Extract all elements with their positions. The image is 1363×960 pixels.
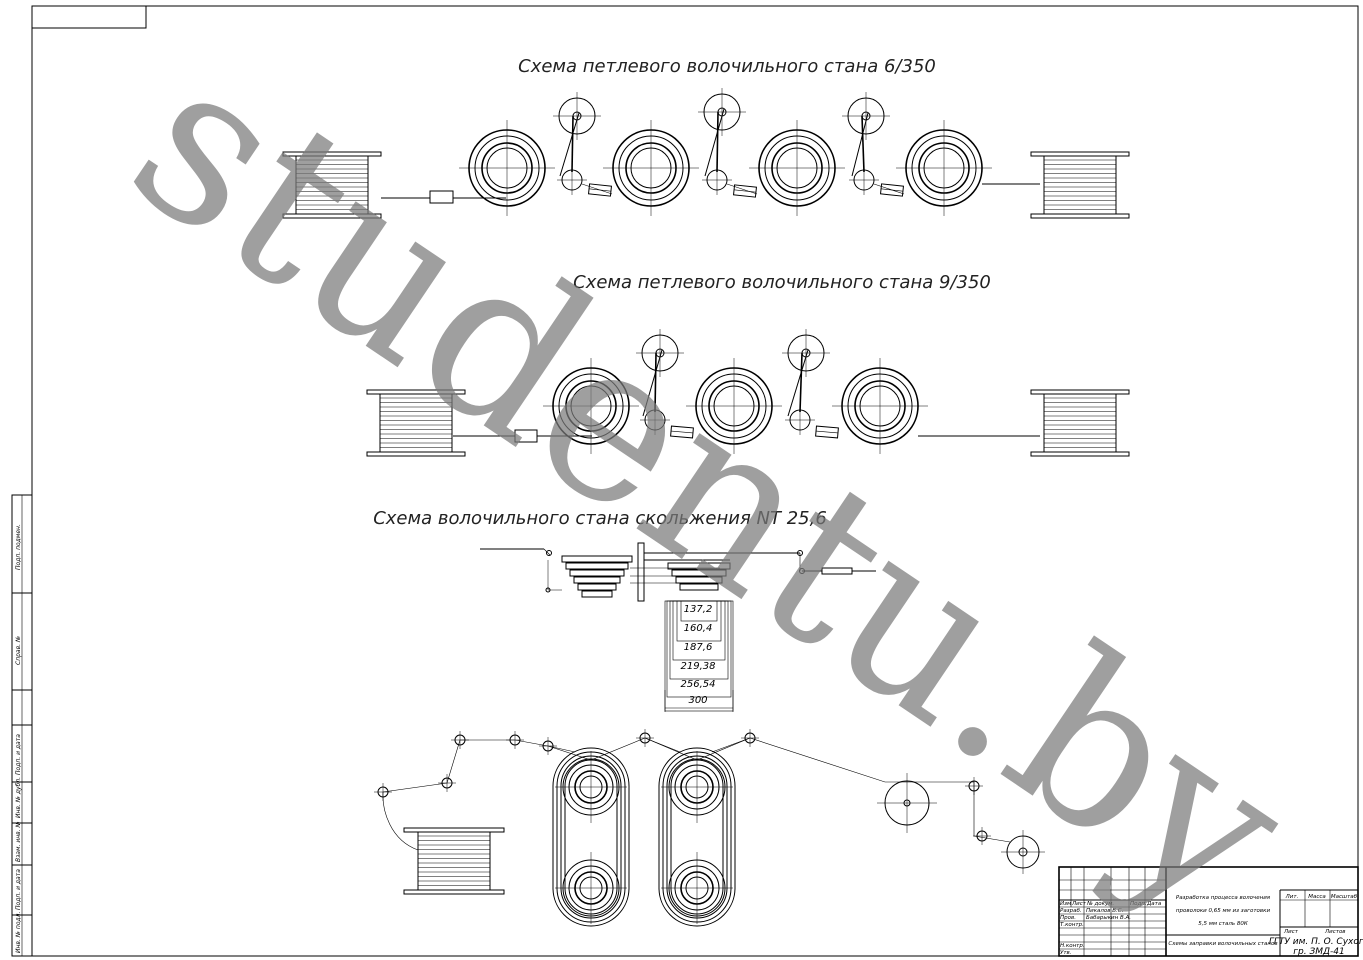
scheme3-title: Схема волочильного стана скольжения NT 2… [373, 508, 827, 529]
scheme2-title: Схема петлевого волочильного стана 9/350 [573, 272, 991, 293]
dimension-label: 187,6 [684, 642, 713, 653]
tension-pulley [877, 773, 937, 833]
side-stamp: Подп. подмен. Справ. № Подп. и дата Инв.… [11, 494, 33, 957]
tb-project-line: 5,5 мм сталь 80К [1198, 921, 1249, 927]
side-stamp-label: Инв. № подл. [15, 912, 22, 953]
dancer-arm [553, 92, 601, 195]
dimension-label: 137,2 [684, 604, 713, 615]
tb-header: Лист [1071, 901, 1087, 907]
spool [282, 151, 382, 219]
dancer-arm [782, 329, 830, 435]
take-up-pulley [1001, 830, 1045, 874]
tb-name: Бабарыкин В.А. [1086, 915, 1131, 921]
cone-step [577, 583, 617, 591]
tb-role: Разраб. [1060, 908, 1082, 914]
tb-lit-header: Масса [1308, 894, 1326, 900]
watermark: studentu.by [91, 11, 1329, 960]
scheme3-diagram [480, 542, 876, 712]
tb-header: № докум. [1086, 901, 1114, 907]
dimension-labels: 137,2 160,4 187,6 219,38 256,54 300 [681, 604, 716, 706]
side-stamp-label: Взам. инв. № [15, 821, 22, 862]
drawing-block [543, 358, 639, 454]
tb-role: Н.контр. [1060, 943, 1085, 949]
top-left-box [31, 5, 147, 29]
shaft [637, 542, 645, 602]
spool [366, 389, 466, 457]
side-stamp-label: Справ. № [15, 636, 22, 665]
dimension-label: 160,4 [684, 623, 713, 634]
dancer-arm [698, 88, 746, 195]
tb-sheet-title: Схемы заправки волочильных станов [1168, 941, 1277, 947]
tb-role: Утв. [1060, 950, 1072, 956]
guide-roller [973, 827, 991, 845]
cone-step [671, 569, 727, 577]
drawing-block [459, 120, 555, 216]
tb-header: Дата [1146, 901, 1162, 907]
wire-path [382, 737, 1011, 851]
drawing-block [686, 358, 782, 454]
capstan [658, 747, 736, 927]
drawing-block [603, 120, 699, 216]
side-stamp-label: Подп. и дата [15, 734, 22, 775]
tb-role: Пров. [1060, 915, 1076, 921]
tb-lit-header: Лит. [1285, 894, 1299, 900]
tb-org: ГГТУ им. П. О. Сухого [1269, 937, 1363, 947]
dimension-box [664, 600, 734, 712]
tb-header: Изм [1060, 901, 1071, 907]
scheme1-diagram [282, 88, 1130, 219]
tb-project-line: Разработка процесса волочения [1176, 895, 1271, 901]
cone-step [565, 562, 629, 570]
cone-step [581, 590, 613, 598]
spool [1030, 389, 1130, 457]
scheme1-title: Схема петлевого волочильного стана 6/350 [518, 56, 936, 77]
tb-project-line: проволоки 0,65 мм из заготовки [1176, 908, 1271, 914]
dancer-arm [636, 329, 684, 435]
tb-sheet-info: Листов [1324, 929, 1346, 935]
dimension-label: 219,38 [681, 661, 716, 672]
dancer-arm [842, 92, 890, 195]
die [670, 425, 694, 439]
drawing-block [832, 358, 928, 454]
die [732, 184, 758, 198]
cone-step [561, 555, 633, 563]
tb-sheet-info: Лист [1283, 929, 1299, 935]
tb-header: Подп. [1130, 901, 1147, 907]
side-stamp-label: Подп. подмен. [15, 524, 22, 570]
die [815, 425, 839, 439]
title-block: Изм Лист № докум. Подп. Дата Разраб. Пик… [1058, 866, 1363, 957]
side-stamp-label: Инв. № дубл. [15, 777, 22, 818]
drawing-block [749, 120, 845, 216]
spool [403, 827, 505, 895]
capstan [552, 747, 630, 927]
drawing-block [896, 120, 992, 216]
dimension-label: 256,54 [681, 679, 716, 690]
dimension-label: 300 [688, 695, 707, 706]
tb-lit-header: Масштаб [1331, 894, 1358, 900]
drawing-frame [31, 5, 1359, 957]
cone-step [569, 569, 625, 577]
threading-diagram [374, 729, 1045, 927]
cone-step [675, 576, 723, 584]
cone-step [667, 562, 731, 570]
tb-role: Т.контр. [1060, 922, 1084, 928]
tb-org: гр. ЗМД-41 [1293, 947, 1344, 957]
scheme2-diagram [366, 329, 1130, 457]
cone-step [679, 583, 719, 591]
cone-step [573, 576, 621, 584]
entry-die [429, 190, 454, 204]
tb-name: Пикалов В.С. [1086, 908, 1124, 914]
side-stamp-label: Подп. и дата [15, 869, 22, 910]
spool [1030, 151, 1130, 219]
